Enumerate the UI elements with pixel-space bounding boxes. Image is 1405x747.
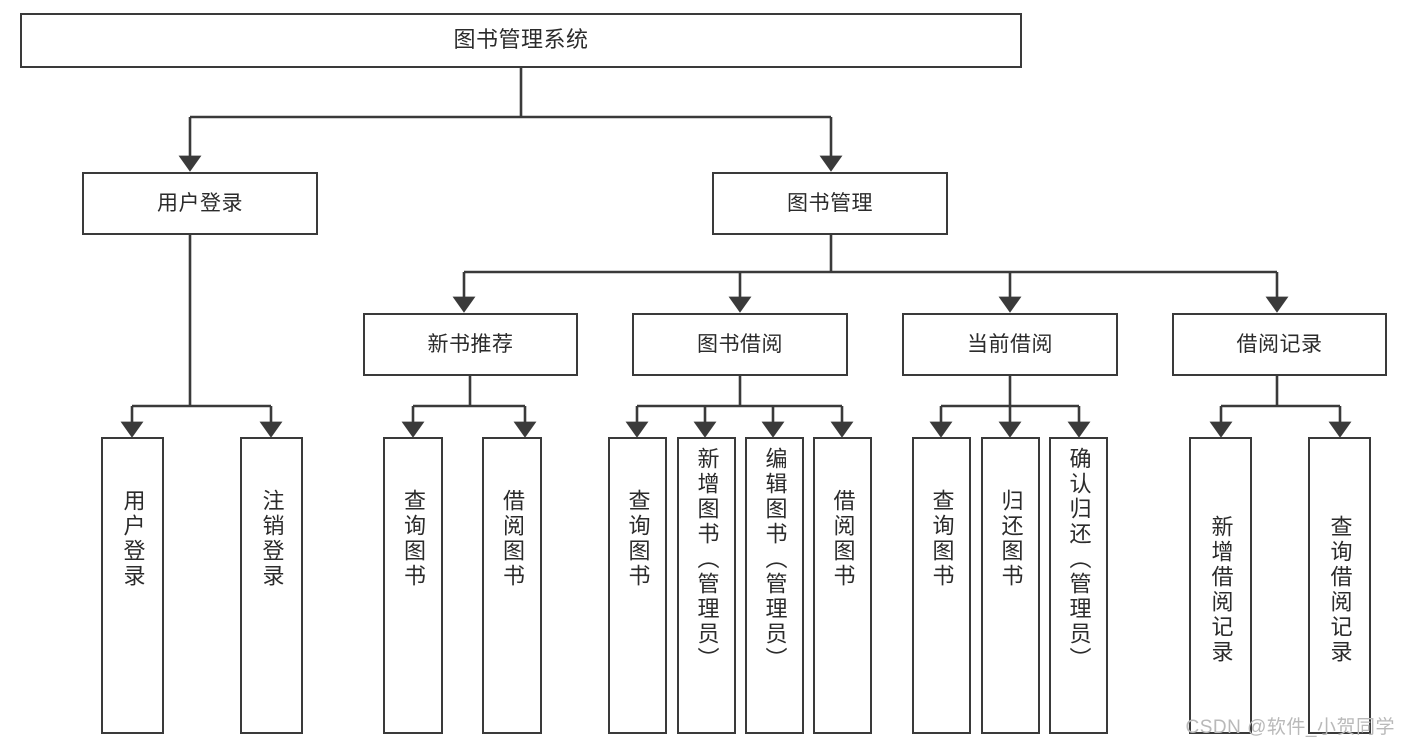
node-root-system[interactable]: 图书管理系统 bbox=[20, 13, 1022, 68]
node-label: 查询借阅记录 bbox=[1327, 515, 1353, 665]
node-label: 新增借阅记录 bbox=[1208, 515, 1234, 665]
node-new-book-recommend[interactable]: 新书推荐 bbox=[363, 313, 578, 376]
node-book-borrow[interactable]: 图书借阅 bbox=[632, 313, 848, 376]
node-label: 借阅记录 bbox=[1236, 332, 1323, 356]
node-label: 借阅图书 bbox=[500, 489, 525, 589]
node-label: 用户登录 bbox=[120, 489, 146, 589]
leaf-query-book-current[interactable]: 查询图书 bbox=[912, 437, 971, 734]
node-label: 借阅图书 bbox=[830, 489, 856, 589]
leaf-query-book-borrow[interactable]: 查询图书 bbox=[608, 437, 667, 734]
node-label: 注销登录 bbox=[259, 489, 285, 589]
node-label: 图书借阅 bbox=[697, 332, 783, 356]
node-label: 查询图书 bbox=[625, 489, 651, 589]
leaf-add-borrow-record[interactable]: 新增借阅记录 bbox=[1189, 437, 1252, 734]
node-book-management[interactable]: 图书管理 bbox=[712, 172, 948, 235]
leaf-query-borrow-record[interactable]: 查询借阅记录 bbox=[1308, 437, 1371, 734]
leaf-borrow-book-recommend[interactable]: 借阅图书 bbox=[482, 437, 542, 734]
leaf-add-book-admin[interactable]: 新增图书（管理员） bbox=[677, 437, 736, 734]
node-label: 编辑图书（管理员） bbox=[762, 447, 788, 672]
node-label: 查询图书 bbox=[401, 489, 426, 589]
node-borrow-record[interactable]: 借阅记录 bbox=[1172, 313, 1387, 376]
node-label: 图书管理系统 bbox=[453, 27, 589, 53]
node-user-login[interactable]: 用户登录 bbox=[82, 172, 318, 235]
node-label: 新增图书（管理员） bbox=[694, 447, 720, 672]
leaf-confirm-return-admin[interactable]: 确认归还（管理员） bbox=[1049, 437, 1108, 734]
leaf-edit-book-admin[interactable]: 编辑图书（管理员） bbox=[745, 437, 804, 734]
node-label: 当前借阅 bbox=[967, 332, 1053, 356]
node-label: 图书管理 bbox=[787, 191, 873, 215]
leaf-user-login[interactable]: 用户登录 bbox=[101, 437, 164, 734]
node-label: 查询图书 bbox=[929, 489, 955, 589]
node-label: 归还图书 bbox=[998, 489, 1024, 589]
leaf-query-book-recommend[interactable]: 查询图书 bbox=[383, 437, 443, 734]
node-label: 用户登录 bbox=[157, 191, 243, 215]
leaf-logout-login[interactable]: 注销登录 bbox=[240, 437, 303, 734]
watermark-text: CSDN @软件_小贺同学 bbox=[1185, 717, 1395, 738]
node-label: 确认归还（管理员） bbox=[1066, 447, 1092, 672]
node-current-borrow[interactable]: 当前借阅 bbox=[902, 313, 1118, 376]
leaf-borrow-book[interactable]: 借阅图书 bbox=[813, 437, 872, 734]
leaf-return-book[interactable]: 归还图书 bbox=[981, 437, 1040, 734]
node-label: 新书推荐 bbox=[427, 332, 514, 356]
